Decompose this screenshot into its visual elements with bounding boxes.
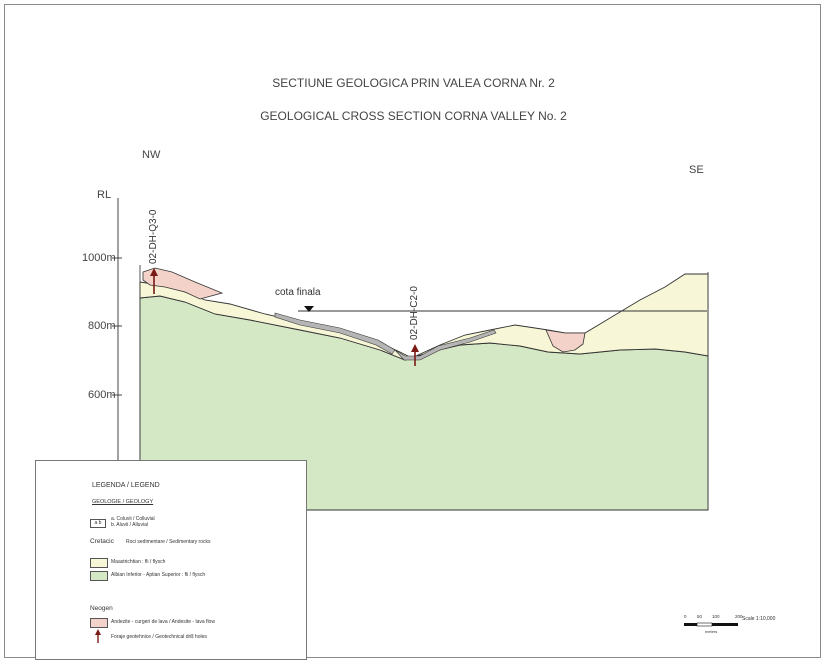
drillhole-label-q3: 02-DH-Q3-0	[148, 209, 159, 264]
scale-tick-200: 200	[735, 614, 743, 619]
direction-nw: NW	[142, 149, 161, 161]
legend-neogene-header: Neogen	[90, 605, 113, 612]
scale-tick-100: 100	[712, 614, 720, 619]
elevation-tick-1000: 1000m	[82, 252, 116, 264]
final-level-label: cota finala	[275, 287, 321, 298]
legend-maastrichtian-label: Maastrichtian : fli / flysch	[111, 559, 166, 565]
legend-drillholes-label: Foraje geotehnice / Geotechnical drill h…	[111, 634, 207, 640]
elevation-tick-600: 600m	[88, 389, 116, 401]
drill-arrow-icon	[95, 629, 101, 643]
scale-tick-0: 0	[684, 614, 687, 619]
scale-label: Scale 1:10,000	[742, 616, 776, 622]
legend-title: LEGENDA / LEGEND	[92, 482, 160, 489]
final-level-marker	[304, 306, 314, 312]
legend-andesite-label: Andezite - curgeri de lava / Andesite - …	[111, 619, 215, 625]
legend-box: LEGENDA / LEGEND GEOLOGIE / GEOLOGY a b …	[35, 460, 307, 660]
section-title: SECTIUNE GEOLOGICA PRIN VALEA CORNA Nr. …	[272, 76, 555, 90]
scale-tick-50: 50	[697, 614, 703, 619]
legend-geology-header: GEOLOGIE / GEOLOGY	[92, 499, 154, 505]
legend-colluvial-label: a. Coluvii / Colluvial	[111, 516, 155, 522]
drillhole-label-c2: 02-DH-C2-0	[409, 286, 420, 340]
elevation-tick-800: 800m	[88, 320, 116, 332]
direction-se: SE	[689, 164, 704, 176]
andesite-se-lens	[545, 329, 586, 353]
section-subtitle: GEOLOGICAL CROSS SECTION CORNA VALLEY No…	[260, 109, 567, 123]
scale-bar	[684, 622, 738, 627]
colluvium-left	[274, 312, 396, 355]
legend-quaternary-swatch: a b	[90, 519, 106, 528]
legend-cretaceous-subheader: Roci sedimentare / Sedimentary rocks	[126, 539, 211, 545]
scale-unit: meters	[705, 629, 718, 634]
legend-alluvial-label: b. Aluvii / Alluvial	[111, 522, 148, 528]
alluvium-valley	[394, 329, 497, 361]
drillhole-arrow-1	[150, 268, 158, 294]
axis-label: RL	[97, 189, 112, 201]
andesite-nw-lens	[142, 267, 224, 300]
legend-cretaceous-header: Cretacic	[90, 538, 114, 545]
legend-albian-swatch	[90, 571, 108, 581]
legend-albian-label: Albian Inferior - Aptian Superior : fli …	[111, 572, 206, 578]
drillhole-arrow-2	[411, 344, 419, 366]
legend-maastrichtian-swatch	[90, 558, 108, 568]
legend-andesite-swatch	[90, 618, 108, 628]
